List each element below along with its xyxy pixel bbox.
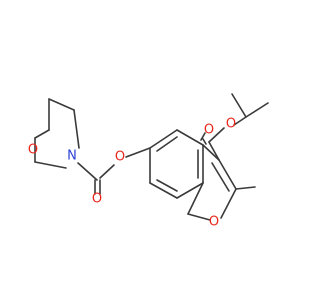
- bond-lines: [34, 93, 269, 221]
- atom-ester-carbonyl-oxygen: O: [204, 123, 214, 138]
- atom-labels: O N O O O O O: [28, 117, 236, 230]
- atom-carbamate-ester-oxygen: O: [115, 150, 125, 165]
- molecule-structure: O N O O O O O: [28, 93, 269, 230]
- atom-furan-oxygen: O: [209, 215, 219, 230]
- atom-morpholine-nitrogen: N: [67, 149, 77, 164]
- atom-morpholine-oxygen: O: [28, 143, 38, 158]
- atom-carbamate-carbonyl-oxygen: O: [92, 192, 102, 207]
- atom-ester-ether-oxygen: O: [226, 117, 236, 132]
